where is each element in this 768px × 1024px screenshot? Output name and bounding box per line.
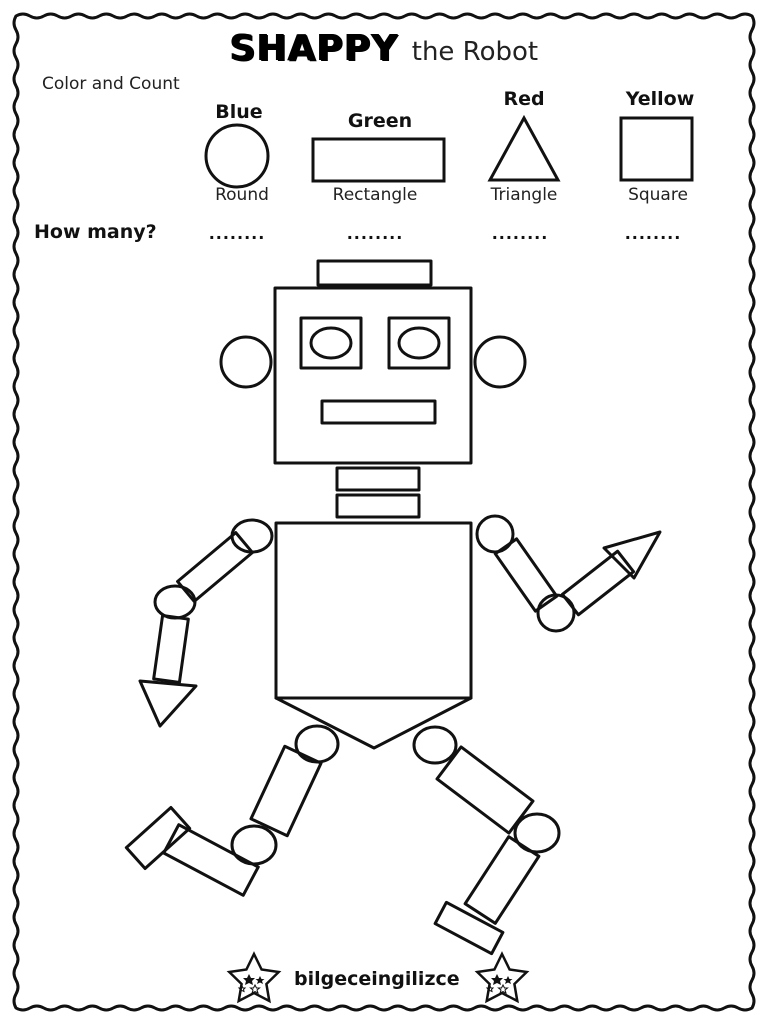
robot-head bbox=[273, 286, 473, 465]
legend-shape-triangle: Triangle bbox=[490, 185, 558, 205]
robot-right-eye-frame bbox=[387, 316, 451, 370]
instruction-text: Color and Count bbox=[42, 74, 180, 94]
robot-body bbox=[274, 521, 473, 700]
title-main: SHAPPY bbox=[229, 28, 399, 69]
robot-right-hand bbox=[602, 530, 662, 580]
worksheet-title: SHAPPY the Robot bbox=[0, 28, 768, 69]
legend-color-green: Green bbox=[347, 110, 413, 132]
wavy-border bbox=[12, 12, 756, 1012]
robot-hip bbox=[274, 696, 473, 750]
legend-circle-icon bbox=[204, 123, 270, 189]
legend-square-icon bbox=[619, 116, 694, 182]
legend-color-yellow: Yellow bbox=[625, 88, 695, 110]
answer-blank-round[interactable]: ........ bbox=[208, 224, 266, 243]
robot-left-hip-joint bbox=[294, 724, 340, 764]
footer-star-right-icon bbox=[474, 951, 530, 1004]
robot-left-eye bbox=[309, 326, 353, 360]
robot-left-ear bbox=[219, 335, 273, 389]
robot-right-shin bbox=[463, 835, 541, 925]
legend-triangle-icon bbox=[487, 114, 561, 182]
legend-shape-square: Square bbox=[628, 185, 688, 205]
robot-right-elbow bbox=[536, 593, 576, 633]
robot-drawing bbox=[124, 259, 662, 956]
robot-neck-bottom bbox=[335, 493, 421, 519]
legend-color-blue: Blue bbox=[215, 101, 263, 123]
robot-right-eye bbox=[397, 326, 441, 360]
footer-star-left-icon bbox=[226, 951, 282, 1004]
legend-shape-round: Round bbox=[215, 185, 269, 205]
robot-left-forearm bbox=[152, 614, 190, 684]
robot-left-hand bbox=[138, 679, 198, 728]
robot-left-shin bbox=[162, 823, 260, 897]
robot-right-shoulder bbox=[475, 514, 515, 554]
robot-right-foot bbox=[433, 900, 505, 956]
robot-mouth bbox=[320, 399, 437, 425]
robot-left-elbow bbox=[153, 584, 197, 620]
answer-blank-triangle[interactable]: ........ bbox=[491, 224, 549, 243]
robot-right-upper-arm bbox=[493, 537, 559, 613]
robot-hat bbox=[316, 259, 433, 287]
legend-shape-rectangle: Rectangle bbox=[332, 185, 418, 205]
answer-blank-square[interactable]: ........ bbox=[624, 224, 682, 243]
robot-right-ear bbox=[473, 335, 527, 389]
robot-right-forearm bbox=[560, 549, 636, 617]
legend-color-red: Red bbox=[503, 88, 545, 110]
robot-left-upper-arm bbox=[176, 531, 254, 603]
robot-neck-top bbox=[335, 466, 421, 492]
robot-left-eye-frame bbox=[299, 316, 363, 370]
robot-left-thigh bbox=[249, 744, 323, 838]
robot-right-thigh bbox=[435, 745, 535, 835]
robot-left-knee bbox=[230, 824, 278, 866]
answer-blank-rectangle[interactable]: ........ bbox=[346, 224, 404, 243]
robot-left-foot bbox=[124, 806, 192, 870]
legend-rectangle-icon bbox=[311, 137, 446, 183]
robot-right-knee bbox=[513, 812, 561, 854]
how-many-label: How many? bbox=[34, 221, 157, 243]
robot-right-hip-joint bbox=[412, 725, 458, 765]
title-rest: the Robot bbox=[411, 37, 539, 67]
footer-brand: bilgeceingilizce bbox=[294, 968, 460, 990]
